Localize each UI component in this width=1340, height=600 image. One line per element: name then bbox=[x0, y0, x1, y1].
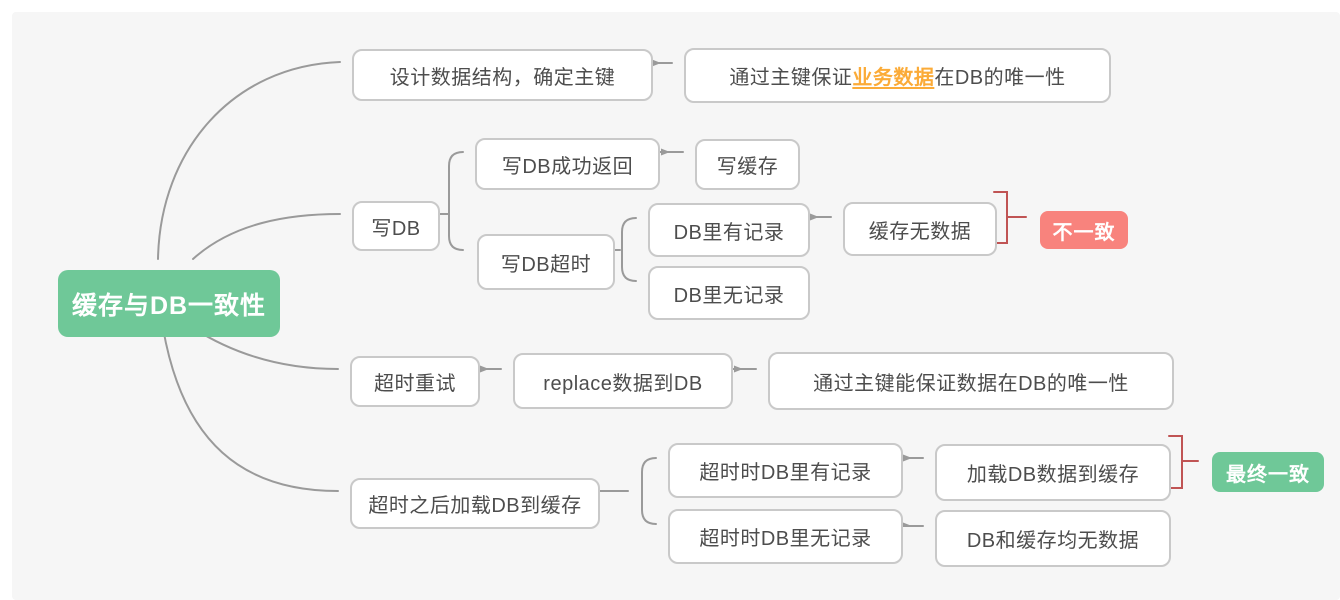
arrow-tick bbox=[652, 59, 661, 67]
edge-root-write-db bbox=[192, 213, 341, 260]
tag-eventually-consistent[interactable]: 最终一致 bbox=[1212, 452, 1324, 492]
node-db-and-cache-no-data[interactable]: DB和缓存均无数据 bbox=[935, 510, 1171, 567]
mindmap-canvas: 缓存与DB一致性 设计数据结构，确定主键 通过主键保证业务数据在DB的唯一性 写… bbox=[12, 12, 1340, 600]
edge-root-design bbox=[157, 61, 341, 260]
node-write-cache[interactable]: 写缓存 bbox=[695, 139, 800, 190]
arrow-tick bbox=[480, 365, 489, 373]
node-primary-key-ensures-uniqueness[interactable]: 通过主键能保证数据在DB的唯一性 bbox=[768, 352, 1174, 410]
node-load-db-to-cache-after-timeout[interactable]: 超时之后加载DB到缓存 bbox=[350, 478, 600, 529]
node-root-cache-db-consistency[interactable]: 缓存与DB一致性 bbox=[58, 270, 280, 337]
brace-write-db bbox=[448, 151, 464, 251]
edge-root-load-after bbox=[162, 327, 339, 492]
node-primary-key-guarantee[interactable]: 通过主键保证业务数据在DB的唯一性 bbox=[684, 48, 1111, 103]
node-load-db-data-to-cache[interactable]: 加载DB数据到缓存 bbox=[935, 444, 1171, 501]
arrow-tick bbox=[734, 365, 743, 373]
node-cache-no-data[interactable]: 缓存无数据 bbox=[843, 202, 997, 256]
arrow-tick bbox=[903, 454, 912, 462]
node-timeout-db-no-record[interactable]: 超时时DB里无记录 bbox=[668, 509, 903, 564]
node-write-db-timeout[interactable]: 写DB超时 bbox=[477, 234, 615, 290]
arrow-tick bbox=[810, 213, 819, 221]
node-write-db-success[interactable]: 写DB成功返回 bbox=[475, 138, 660, 190]
node-timeout-retry[interactable]: 超时重试 bbox=[350, 356, 480, 407]
text-suffix: 在DB的唯一性 bbox=[934, 67, 1066, 89]
highlight-business-data: 业务数据 bbox=[852, 67, 935, 89]
node-design-data-structure[interactable]: 设计数据结构，确定主键 bbox=[352, 49, 653, 101]
brace-load-after bbox=[641, 457, 657, 525]
node-replace-data-to-db[interactable]: replace数据到DB bbox=[513, 353, 733, 409]
node-db-no-record[interactable]: DB里无记录 bbox=[648, 266, 810, 320]
arrow-tick bbox=[661, 148, 670, 156]
tag-inconsistent[interactable]: 不一致 bbox=[1040, 211, 1128, 249]
node-db-has-record[interactable]: DB里有记录 bbox=[648, 203, 810, 257]
arrow-tick bbox=[903, 522, 912, 526]
node-write-db[interactable]: 写DB bbox=[352, 201, 440, 251]
text-prefix: 通过主键保证 bbox=[729, 67, 853, 89]
brace-write-timeout bbox=[621, 217, 637, 282]
node-timeout-db-has-record[interactable]: 超时时DB里有记录 bbox=[668, 443, 903, 498]
